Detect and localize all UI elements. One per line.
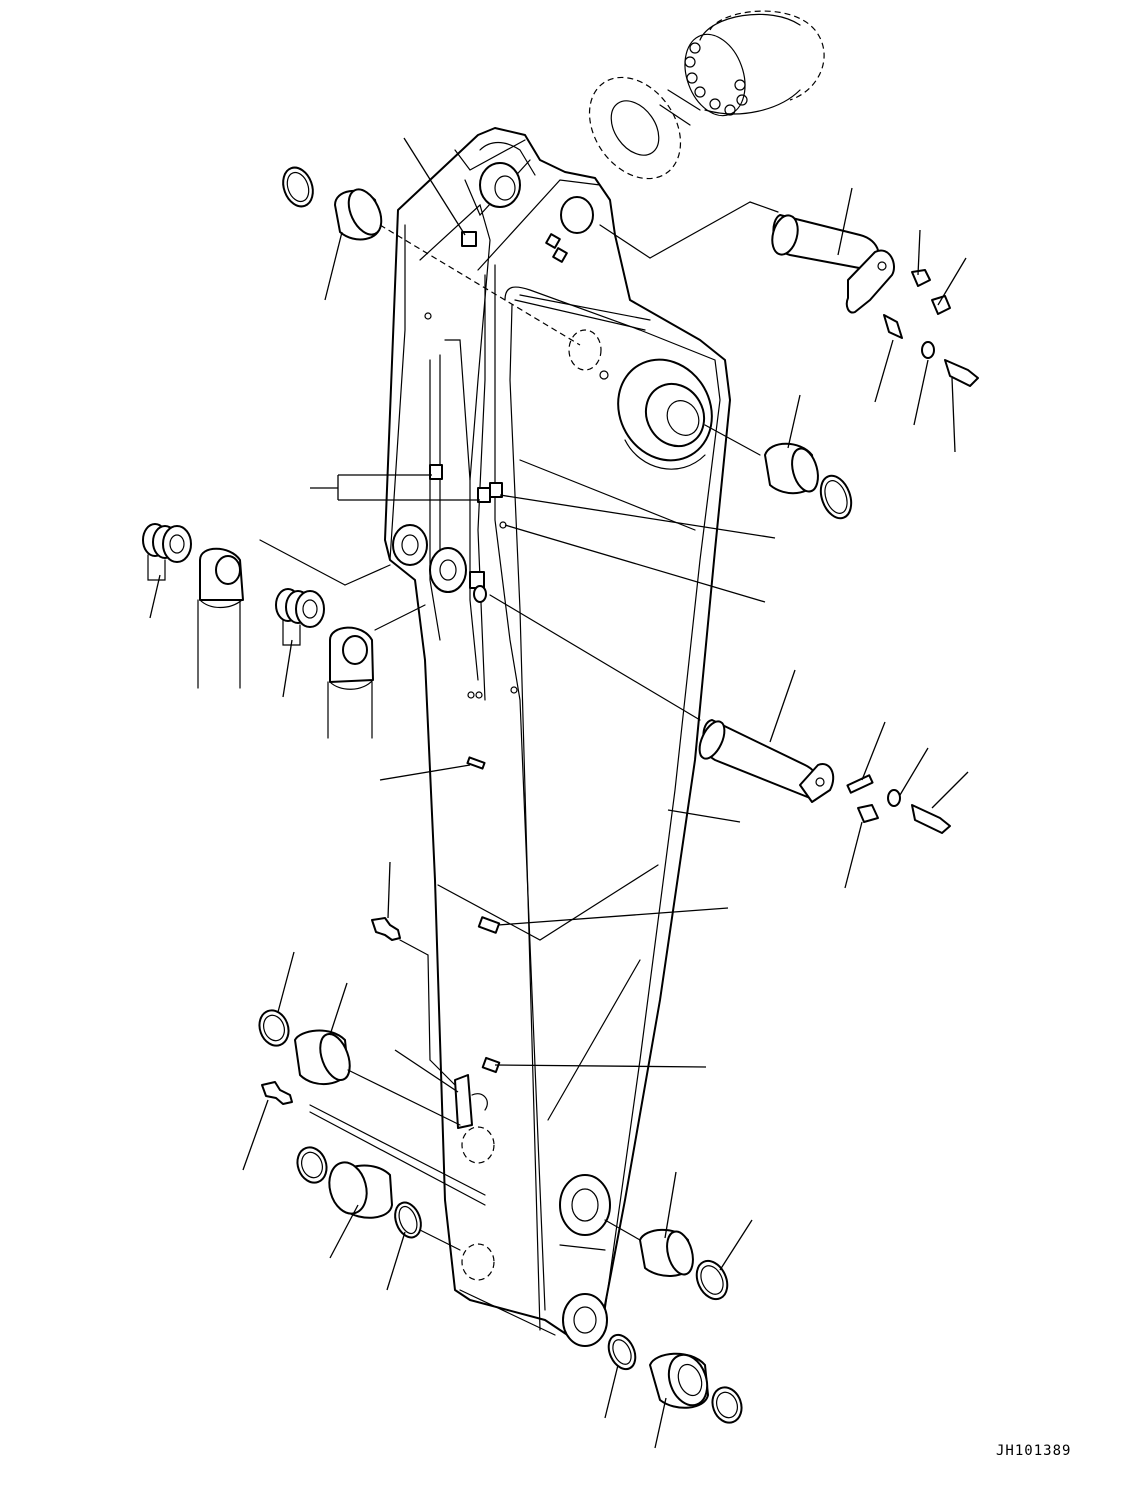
upper-right-pin-set (599, 201, 979, 387)
boom-cylinder-phantom (588, 10, 825, 180)
figure-code-label: JH101389 (996, 1443, 1072, 1459)
foot-bushing-set (704, 424, 853, 520)
lower-right-bushing-set (604, 1219, 743, 1424)
middle-right-pin-set (489, 594, 951, 834)
callout-leaders (149, 137, 969, 1449)
upper-left-bushing-set (282, 166, 581, 346)
lower-left-bushing-set (258, 917, 486, 1251)
arm-body (384, 127, 731, 1347)
left-cylinder-heads (142, 523, 426, 739)
